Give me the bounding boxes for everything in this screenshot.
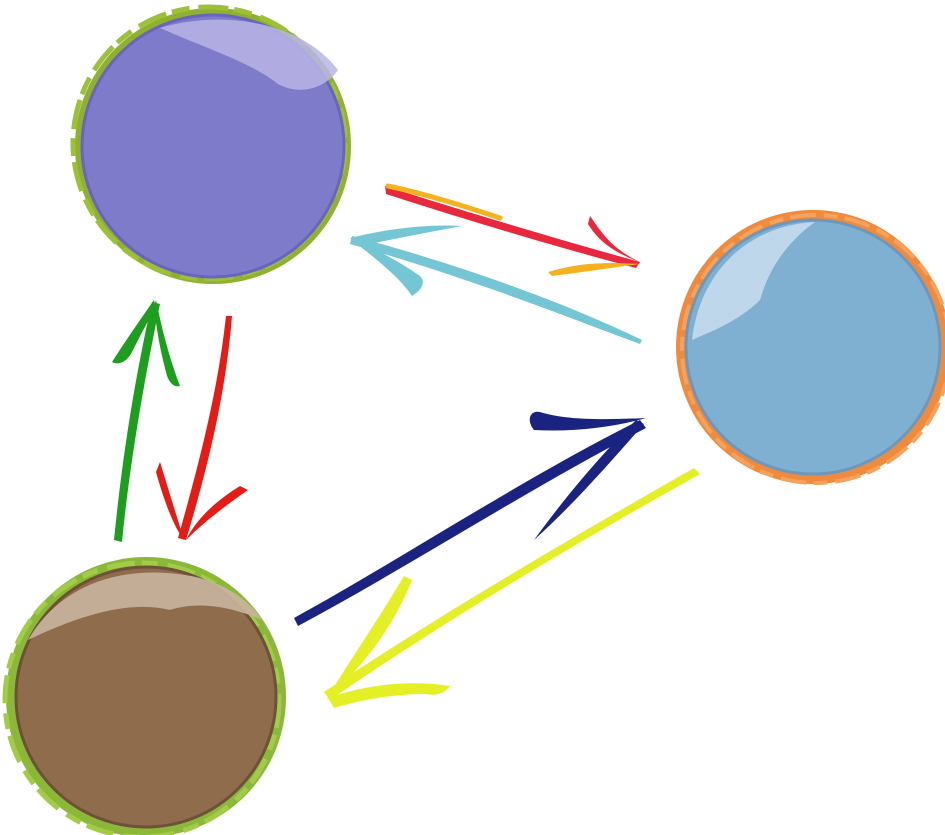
arrow-top-left-to-bottom-left-head-left [156,462,184,540]
arrow-bottom-left-to-top-left-head-left [112,300,156,364]
node-right-shadow [684,218,942,476]
node-right-highlight [692,222,815,340]
node-right [676,210,945,485]
arrow-top-left-to-right-accent [385,183,503,221]
node-top-left-highlight [160,19,338,90]
arrow-right-to-top-left-head-upper [350,225,462,246]
node-bottom-left [2,557,286,835]
arrow-top-left-to-bottom-left-head-right [186,486,248,540]
node-bottom-left-highlight [28,572,262,640]
arrow-bottom-left-to-right-head-lower [534,420,644,540]
arrow-top-left-to-right-head-upper [588,216,640,262]
node-top-left [70,4,351,284]
arrow-top-left-to-right-shaft [385,186,640,268]
node-top-left-shadow [80,13,346,279]
arrow-right-to-bottom-left-shaft [324,468,700,700]
arrow-bottom-left-to-top-left-shaft [114,302,160,542]
arrow-right-to-top-left [350,225,642,344]
arrow-bottom-left-to-top-left [112,300,180,542]
arrow-right-to-bottom-left-head-lower [328,683,450,708]
arrow-bottom-left-to-top-left-head-right [154,300,180,387]
arrow-right-to-bottom-left-head-upper [326,576,412,700]
node-bottom-left-ring-rough [2,560,282,835]
arrow-bottom-left-to-right-head-upper [529,411,646,431]
node-bottom-left-fill [16,567,276,827]
arrow-top-left-to-right [385,183,640,276]
node-right-ring-rough [680,213,945,485]
arrow-right-to-top-left-head-lower [352,240,423,296]
arrow-top-left-to-right-head-lower [548,262,640,276]
arrow-right-to-bottom-left [324,468,700,708]
arrow-bottom-left-to-right-shaft [294,420,646,626]
arrow-bottom-left-to-right [294,411,646,626]
arrow-top-left-to-bottom-left-shaft [178,316,232,540]
node-bottom-left-shadow [14,565,278,829]
arrow-top-left-to-bottom-left [156,316,248,540]
arrow-right-to-top-left-shaft [350,236,642,344]
